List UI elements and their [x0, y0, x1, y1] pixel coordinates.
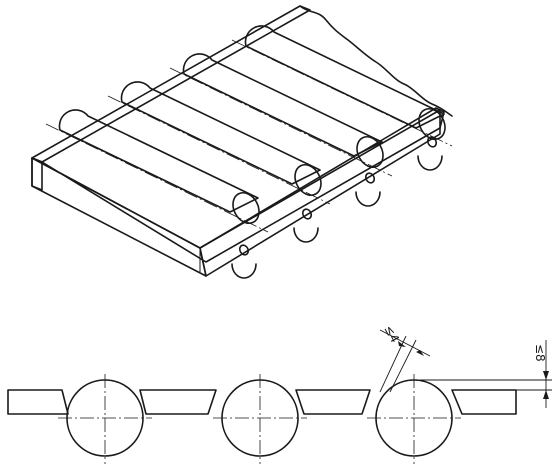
height-dim-label: ≤8	[533, 344, 547, 362]
pin-holes	[238, 136, 438, 256]
belt-segments	[7, 389, 517, 415]
section-view: ≤4 ≤8	[7, 323, 552, 464]
right-chain-plate	[31, 107, 445, 277]
break-line	[299, 5, 453, 117]
roller-ends	[231, 155, 443, 279]
height-dimension: ≤8	[420, 340, 552, 408]
center-lines	[58, 374, 461, 464]
roller-2	[107, 81, 331, 205]
isometric-view	[31, 5, 453, 279]
roller-1	[45, 109, 269, 233]
